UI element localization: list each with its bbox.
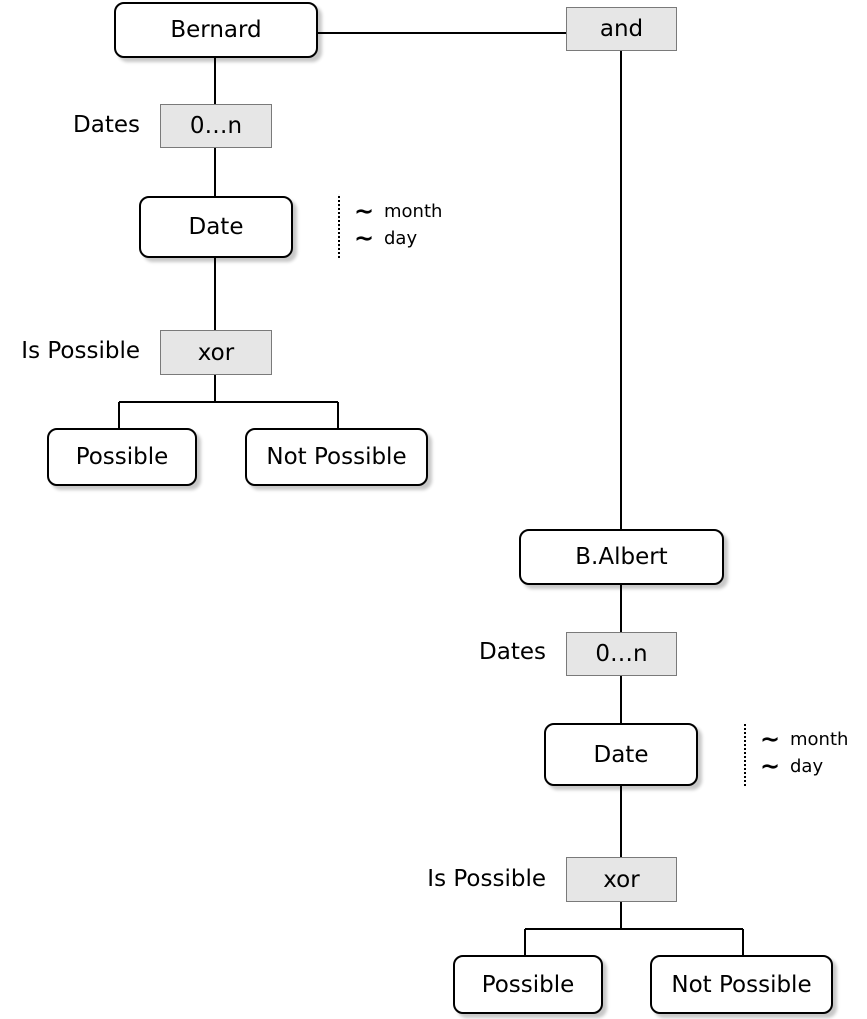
left-xor-operator[interactable]: xor xyxy=(160,330,272,375)
right-date-attributes: ∼ month ∼ day xyxy=(744,724,866,786)
right-is-possible-label: Is Possible xyxy=(427,866,546,892)
attribute-month: ∼ month xyxy=(354,199,442,223)
left-choice-not-possible[interactable]: Not Possible xyxy=(245,428,428,486)
attribute-name: month xyxy=(790,728,849,750)
right-dates-cardinality[interactable]: 0…n xyxy=(566,632,677,676)
left-is-possible-label: Is Possible xyxy=(21,338,140,364)
entity-bernard[interactable]: Bernard xyxy=(114,2,318,58)
right-choice-not-possible[interactable]: Not Possible xyxy=(650,955,833,1014)
operator-and[interactable]: and xyxy=(566,7,677,51)
right-date-entity[interactable]: Date xyxy=(544,723,698,786)
attribute-dotted-line xyxy=(338,196,340,258)
left-dates-cardinality[interactable]: 0…n xyxy=(160,104,272,148)
attribute-month: ∼ month xyxy=(760,727,848,751)
attribute-dotted-line xyxy=(744,724,746,786)
tilde-icon: ∼ xyxy=(760,725,781,753)
right-dates-label: Dates xyxy=(479,639,546,665)
attribute-name: day xyxy=(384,227,418,249)
attribute-day: ∼ day xyxy=(760,754,823,778)
tilde-icon: ∼ xyxy=(760,752,781,780)
attribute-name: month xyxy=(384,200,443,222)
left-date-entity[interactable]: Date xyxy=(139,196,293,258)
right-xor-operator[interactable]: xor xyxy=(566,857,677,902)
tilde-icon: ∼ xyxy=(354,224,375,252)
attribute-name: day xyxy=(790,755,824,777)
left-date-attributes: ∼ month ∼ day xyxy=(338,196,478,258)
left-dates-label: Dates xyxy=(73,112,140,138)
entity-b-albert[interactable]: B.Albert xyxy=(519,529,724,585)
tilde-icon: ∼ xyxy=(354,197,375,225)
right-choice-possible[interactable]: Possible xyxy=(453,955,603,1014)
attribute-day: ∼ day xyxy=(354,226,417,250)
left-choice-possible[interactable]: Possible xyxy=(47,428,197,486)
